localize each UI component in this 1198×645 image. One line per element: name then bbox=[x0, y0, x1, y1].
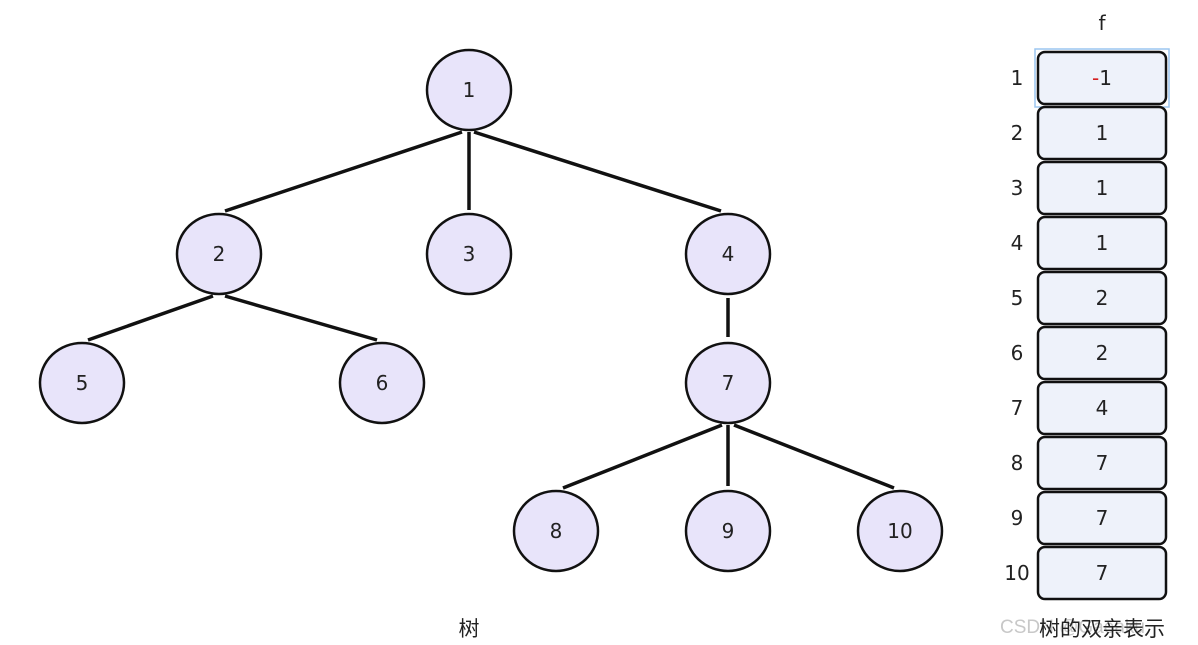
parent-array-cell bbox=[1036, 435, 1168, 491]
tree-node-5: 5 bbox=[38, 341, 126, 425]
parent-array-value: 7 bbox=[1096, 451, 1109, 475]
tree-node-label: 5 bbox=[76, 371, 89, 395]
parent-array-value: 2 bbox=[1096, 286, 1109, 310]
tree-node-circle bbox=[425, 48, 513, 132]
edge-7-10 bbox=[733, 423, 895, 490]
parent-array-value: 2 bbox=[1096, 341, 1109, 365]
parent-array-index: 5 bbox=[1011, 286, 1024, 310]
tree-nodes: 1 2 3 4 5 6 7 8 9 10 bbox=[38, 48, 944, 573]
parent-array-index: 9 bbox=[1011, 506, 1024, 530]
watermark: CSDN @Gaeaku bbox=[1000, 617, 1145, 638]
tree-node-circle bbox=[856, 489, 944, 573]
tree-node-circle bbox=[38, 341, 126, 425]
tree-node-1: 1 bbox=[425, 48, 513, 132]
parent-array-index: 8 bbox=[1011, 451, 1024, 475]
parent-array-header: f bbox=[1098, 11, 1106, 35]
parent-array-cell bbox=[1036, 105, 1168, 161]
parent-array-cell bbox=[1036, 545, 1168, 601]
parent-array-index: 1 bbox=[1011, 66, 1024, 90]
parent-array-cell bbox=[1036, 270, 1168, 326]
tree-node-label: 1 bbox=[463, 78, 476, 102]
tree-node-label: 7 bbox=[722, 371, 735, 395]
tree-node-circle bbox=[512, 489, 600, 573]
tree-node-circle bbox=[684, 341, 772, 425]
parent-array-value: 1 bbox=[1096, 121, 1109, 145]
parent-array-cell bbox=[1036, 215, 1168, 271]
tree-node-circle bbox=[684, 212, 772, 296]
parent-array-cell bbox=[1036, 490, 1168, 546]
parent-array-caption: 树的双亲表示 bbox=[1039, 617, 1165, 641]
parent-array-index: 6 bbox=[1011, 341, 1024, 365]
parent-array-value: 1 bbox=[1096, 231, 1109, 255]
parent-array-cell bbox=[1036, 50, 1168, 106]
edge-1-4 bbox=[473, 130, 722, 213]
parent-array-index: 7 bbox=[1011, 396, 1024, 420]
tree-caption: 树 bbox=[459, 617, 480, 641]
parent-array-row-10: 10 7 bbox=[1004, 545, 1168, 601]
parent-array-index: 10 bbox=[1004, 561, 1029, 585]
tree-node-circle bbox=[684, 489, 772, 573]
parent-array-row-1: 1 -1 bbox=[1011, 48, 1170, 108]
parent-array-value: 1 bbox=[1096, 176, 1109, 200]
parent-array-value: 7 bbox=[1096, 561, 1109, 585]
edge-2-6 bbox=[224, 294, 378, 342]
tree-node-label: 3 bbox=[463, 242, 476, 266]
tree-node-4: 4 bbox=[684, 212, 772, 296]
tree-node-8: 8 bbox=[512, 489, 600, 573]
edge-1-2 bbox=[224, 130, 463, 213]
parent-array-index: 2 bbox=[1011, 121, 1024, 145]
tree-node-6: 6 bbox=[338, 341, 426, 425]
parent-array-value: 4 bbox=[1096, 396, 1109, 420]
tree-node-label: 4 bbox=[722, 242, 735, 266]
tree-node-2: 2 bbox=[175, 212, 263, 296]
tree-node-circle bbox=[338, 341, 426, 425]
tree-edges bbox=[87, 130, 895, 490]
parent-array-index: 4 bbox=[1011, 231, 1024, 255]
tree-node-label: 6 bbox=[376, 371, 389, 395]
parent-array-cell bbox=[1036, 380, 1168, 436]
tree-node-circle bbox=[175, 212, 263, 296]
tree-node-3: 3 bbox=[425, 212, 513, 296]
tree-node-label: 10 bbox=[887, 519, 912, 543]
edge-7-8 bbox=[562, 423, 723, 490]
tree-node-circle bbox=[425, 212, 513, 296]
parent-array-cell bbox=[1036, 325, 1168, 381]
tree-node-label: 8 bbox=[550, 519, 563, 543]
parent-array-value: 7 bbox=[1096, 506, 1109, 530]
parent-array-index: 3 bbox=[1011, 176, 1024, 200]
tree-node-10: 10 bbox=[856, 489, 944, 573]
parent-array-cell bbox=[1036, 160, 1168, 216]
tree-node-9: 9 bbox=[684, 489, 772, 573]
tree-node-label: 2 bbox=[213, 242, 226, 266]
parent-array-value: -1 bbox=[1092, 66, 1112, 90]
edge-2-5 bbox=[87, 294, 214, 342]
tree-node-label: 9 bbox=[722, 519, 735, 543]
tree-node-7: 7 bbox=[684, 341, 772, 425]
